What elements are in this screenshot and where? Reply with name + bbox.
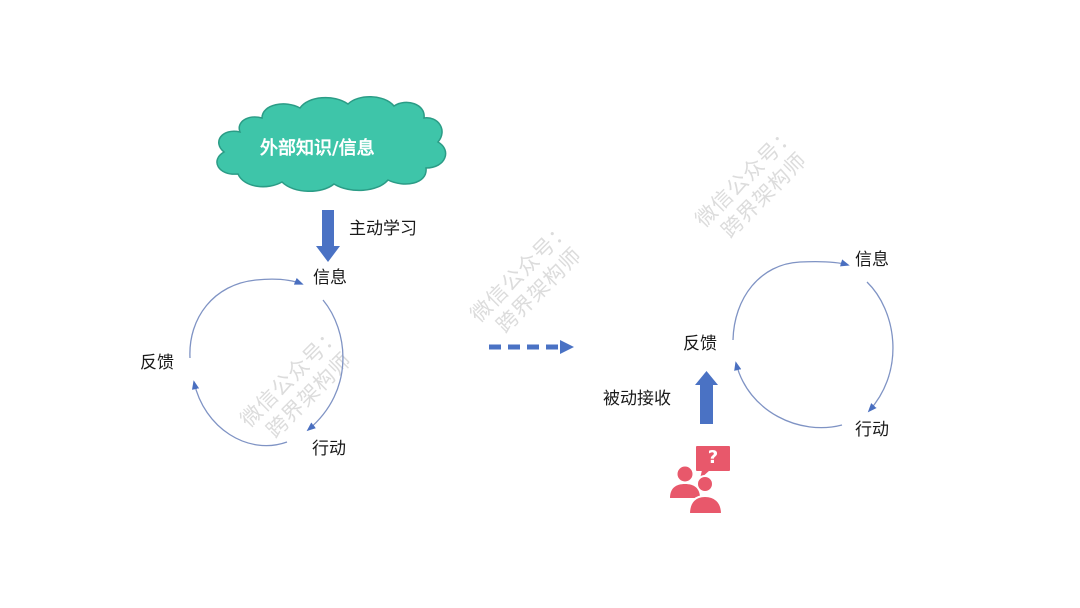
- cloud-label: 外部知识/信息: [260, 138, 375, 159]
- right-cycle-arrows: [732, 259, 894, 429]
- cycle-arrow-action-to-feedback: [734, 361, 843, 429]
- active-learning-label: 主动学习: [349, 219, 417, 239]
- right-node-feedback: 反馈: [683, 334, 717, 354]
- left-node-action: 行动: [312, 439, 346, 459]
- left-node-feedback: 反馈: [140, 353, 174, 373]
- people-question-icon: [670, 446, 730, 515]
- dashed-right-arrow-icon: [489, 340, 574, 354]
- right-node-info: 信息: [855, 250, 889, 270]
- cycle-arrow-action-to-feedback: [191, 380, 288, 447]
- passive-receive-label: 被动接收: [603, 389, 671, 409]
- right-node-action: 行动: [855, 420, 889, 440]
- cycle-arrow-info-to-action: [866, 281, 894, 413]
- cycle-arrow-feedback-to-info: [732, 259, 850, 341]
- cycle-arrow-feedback-to-info: [189, 277, 304, 359]
- question-mark-glyph: ?: [707, 447, 719, 468]
- down-arrow-icon: [316, 210, 340, 262]
- cloud-shape: [216, 96, 447, 192]
- up-arrow-icon: [695, 371, 718, 424]
- cycle-arrow-info-to-action: [306, 299, 344, 432]
- left-node-info: 信息: [313, 268, 347, 288]
- left-cycle-arrows: [189, 277, 344, 447]
